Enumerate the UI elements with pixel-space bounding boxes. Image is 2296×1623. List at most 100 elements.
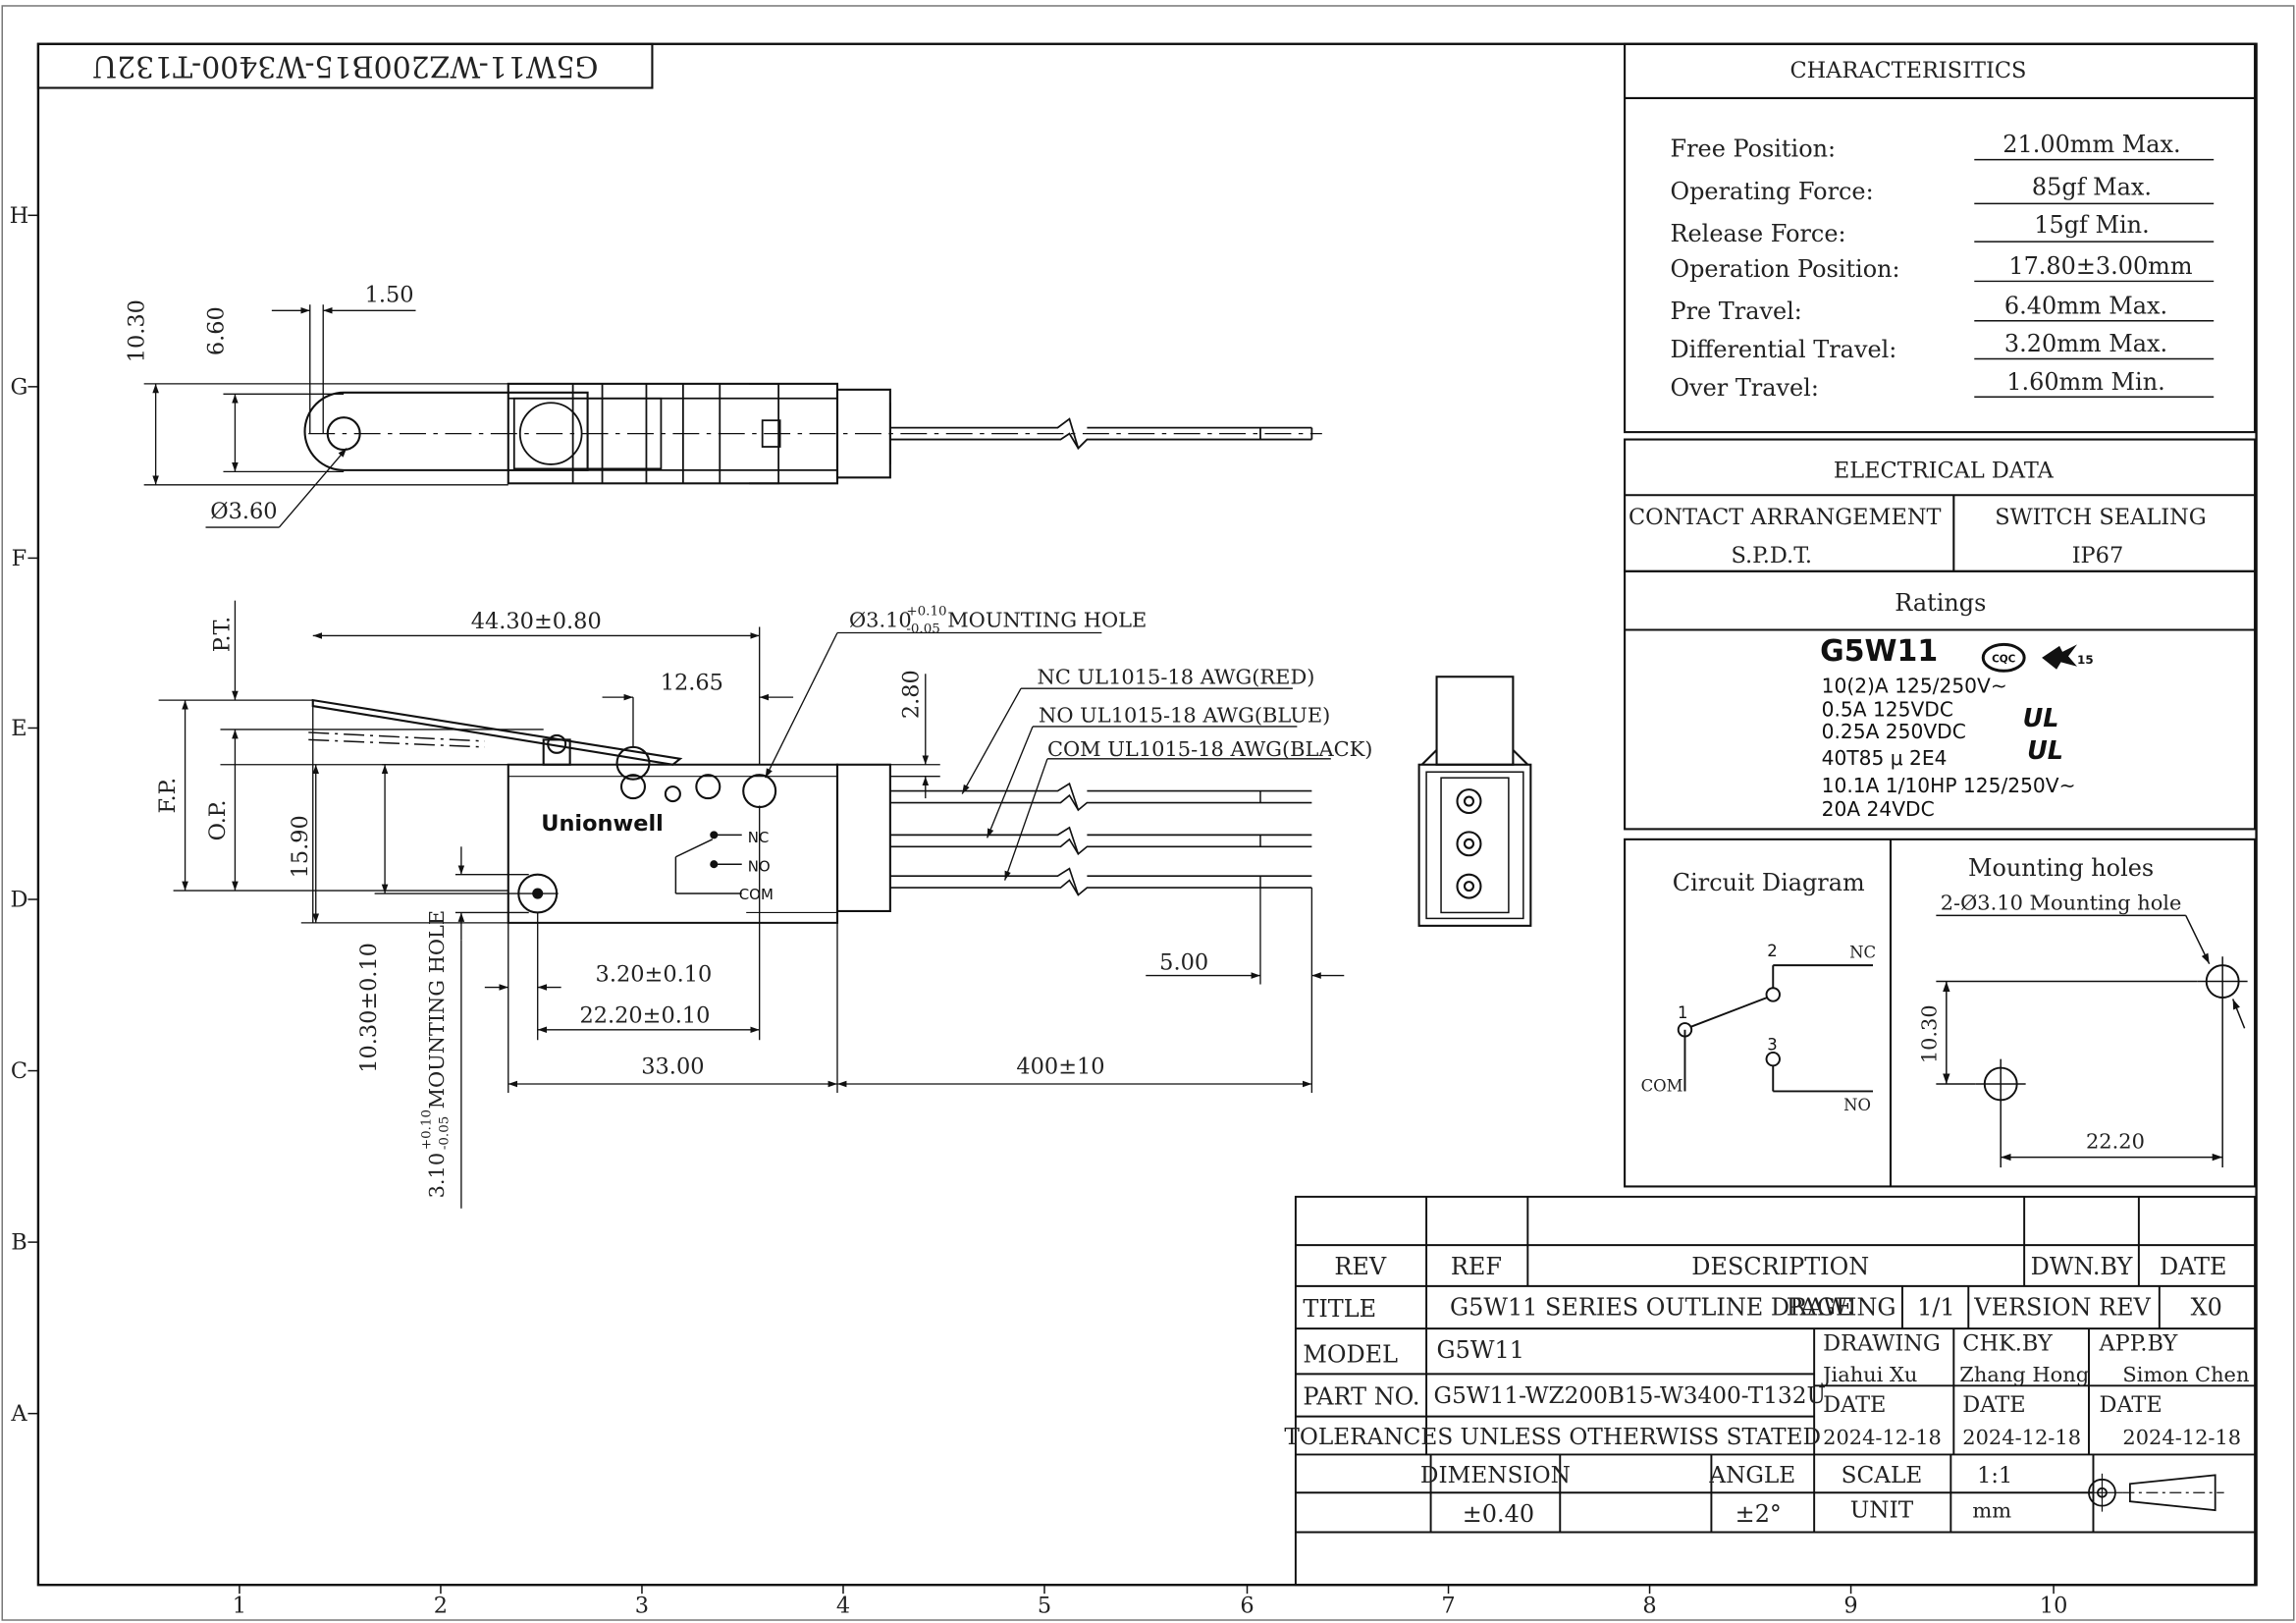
tb-date: DATE: [2160, 1253, 2227, 1280]
tb-app-label: APP.BY: [2098, 1331, 2177, 1357]
tb-page-label: PAGE: [1787, 1294, 1853, 1322]
tb-dimension-value: ±0.40: [1463, 1500, 1534, 1528]
circuit-pin-1: 1: [1678, 1003, 1687, 1022]
front-view: [308, 698, 1312, 924]
row-label-g: G: [10, 374, 27, 400]
inner-border: [36, 42, 2258, 1587]
ul-mark-text-2: UL: [2027, 735, 2063, 765]
circuit-label-nc: NC: [1849, 944, 1876, 962]
char-label-release-force: Release Force:: [1670, 220, 1845, 247]
tb-tolerances: TOLERANCES UNLESS OTHERWISS STATED: [1284, 1425, 1821, 1450]
circuit-label-no: NO: [1843, 1096, 1871, 1114]
tb-ref: REF: [1451, 1253, 1502, 1280]
tb-part-label: PART NO.: [1303, 1383, 1419, 1411]
row-label-e: E: [11, 716, 27, 741]
tb-date-label-chk: DATE: [1962, 1392, 2025, 1418]
circuit-symbol: [1677, 964, 1874, 1093]
char-label-pre-travel: Pre Travel:: [1670, 298, 1801, 325]
tb-dimension-label: DIMENSION: [1420, 1463, 1571, 1488]
terminal-label-com: COM: [739, 886, 774, 903]
tb-part-value: G5W11-WZ200B15-W3400-T132U: [1434, 1383, 1826, 1409]
tb-date-label-drawing: DATE: [1823, 1392, 1886, 1418]
left-hole-label: MOUNTING HOLE: [425, 910, 449, 1109]
row-label-f: F: [12, 546, 27, 571]
ul-recognized-mark-2: UL: [2027, 735, 2063, 765]
char-label-differential-travel: Differential Travel:: [1670, 336, 1896, 363]
tb-date-drawing: 2024-12-18: [1823, 1426, 1942, 1449]
flipped-part-number: G5W11-WZ200B15-W3400-T132U: [92, 49, 599, 83]
dim-6-60-top: 6.60: [203, 306, 229, 355]
tb-version-label: VERSION REV: [1973, 1294, 2151, 1322]
wire-label-no: NO UL1015-18 AWG(BLUE): [1039, 704, 1330, 728]
char-value-pre-travel: 6.40mm Max.: [2004, 292, 2167, 319]
cqc-mark: CQC: [1981, 642, 2026, 673]
ul-mark-text-1: UL: [2023, 703, 2059, 732]
col-label-2: 2: [434, 1594, 448, 1619]
dim-2-80: 2.80: [898, 670, 924, 719]
ratings-model: G5W11: [1820, 634, 1938, 669]
mounting-holes-title: Mounting holes: [1968, 854, 2154, 882]
circuit-pin-3: 3: [1767, 1036, 1777, 1055]
top-view-dims: [143, 304, 508, 528]
mount-hole-label: MOUNTING HOLE: [947, 609, 1147, 632]
rating-line-2: 0.5A 125VDC: [1822, 698, 1953, 722]
col-label-7: 7: [1441, 1594, 1455, 1619]
dim-10-30-vertical: 10.30±0.10: [356, 943, 382, 1073]
label-pt: P.T.: [209, 617, 235, 652]
contact-arrangement-value: S.P.D.T.: [1731, 543, 1812, 568]
callout-mounting-hole-right: Ø3.10 +0.10 -0.05 MOUNTING HOLE: [849, 605, 1147, 637]
tb-unit-value: mm: [1972, 1499, 2011, 1523]
switch-sealing-value: IP67: [2072, 543, 2124, 568]
left-hole-dia: 3.10: [425, 1153, 449, 1198]
mounting-dim-vertical: 10.30: [1917, 1004, 1941, 1063]
rating-line-6: 20A 24VDC: [1822, 797, 1935, 821]
ul-recognized-mark-1: UL: [2023, 703, 2059, 732]
dim-dia-3-60: Ø3.60: [210, 499, 277, 524]
tb-rev: REV: [1334, 1253, 1387, 1280]
row-labels: H G F E D C B A: [10, 203, 38, 1427]
mounting-holes-drawing: [1936, 914, 2248, 1168]
ratings-title: Ratings: [1895, 589, 1986, 617]
tb-version-value: X0: [2191, 1294, 2222, 1322]
dim-22-20: 22.20±0.10: [579, 1002, 710, 1028]
title-block-text: REV REF DESCRIPTION DWN.BY DATE TITLE G5…: [1284, 1253, 2249, 1528]
col-label-8: 8: [1642, 1594, 1656, 1619]
col-label-4: 4: [836, 1594, 850, 1619]
rating-line-1: 10(2)A 125/250V~: [1822, 675, 2007, 698]
char-label-operation-position: Operation Position:: [1670, 255, 1899, 283]
col-label-10: 10: [2040, 1594, 2068, 1619]
switch-sealing-label: SWITCH SEALING: [1995, 505, 2206, 530]
col-label-5: 5: [1038, 1594, 1051, 1619]
tb-drawing-value: Jiahui Xu: [1821, 1363, 1917, 1386]
tb-title-label: TITLE: [1303, 1295, 1376, 1323]
ratings-table: [1624, 569, 2257, 831]
tb-date-label-app: DATE: [2099, 1392, 2162, 1418]
electrical-title: ELECTRICAL DATA: [1834, 458, 2055, 483]
char-value-operating-force: 85gf Max.: [2032, 173, 2152, 200]
rating-line-4: 40T85 μ 2E4: [1822, 746, 1948, 770]
tb-date-app: 2024-12-18: [2122, 1426, 2241, 1449]
mount-hole-dia: Ø3.10: [849, 609, 912, 632]
cqc-mark-text: CQC: [1992, 653, 2015, 665]
tb-title-value: G5W11 SERIES OUTLINE DRAWING: [1450, 1294, 1896, 1322]
wire-label-com: COM UL1015-18 AWG(BLACK): [1047, 737, 1372, 761]
tb-angle-label: ANGLE: [1708, 1463, 1795, 1488]
tb-angle-value: ±2°: [1735, 1500, 1782, 1528]
char-label-operating-force: Operating Force:: [1670, 178, 1873, 205]
char-value-free-position: 21.00mm Max.: [2002, 131, 2180, 158]
brand-logo-text: Unionwell: [541, 811, 664, 837]
characteristics-table: CHARACTERISITICS Free Position: 21.00mm …: [1624, 42, 2257, 434]
tb-drawing-label: DRAWING: [1823, 1331, 1941, 1357]
circuit-mounting-box: [1624, 838, 2257, 1188]
row-label-c: C: [11, 1058, 27, 1084]
tb-model-label: MODEL: [1303, 1340, 1398, 1368]
left-hole-tol-up: +0.10: [419, 1109, 434, 1150]
dim-15-90: 15.90: [288, 815, 313, 878]
tb-app-value: Simon Chen: [2122, 1363, 2249, 1386]
tb-unit-label: UNIT: [1850, 1498, 1914, 1524]
tb-chk-label: CHK.BY: [1962, 1331, 2053, 1357]
tb-description: DESCRIPTION: [1691, 1253, 1869, 1280]
dim-3-20: 3.20±0.10: [596, 962, 713, 988]
characteristics-title: CHARACTERISITICS: [1789, 58, 2026, 83]
